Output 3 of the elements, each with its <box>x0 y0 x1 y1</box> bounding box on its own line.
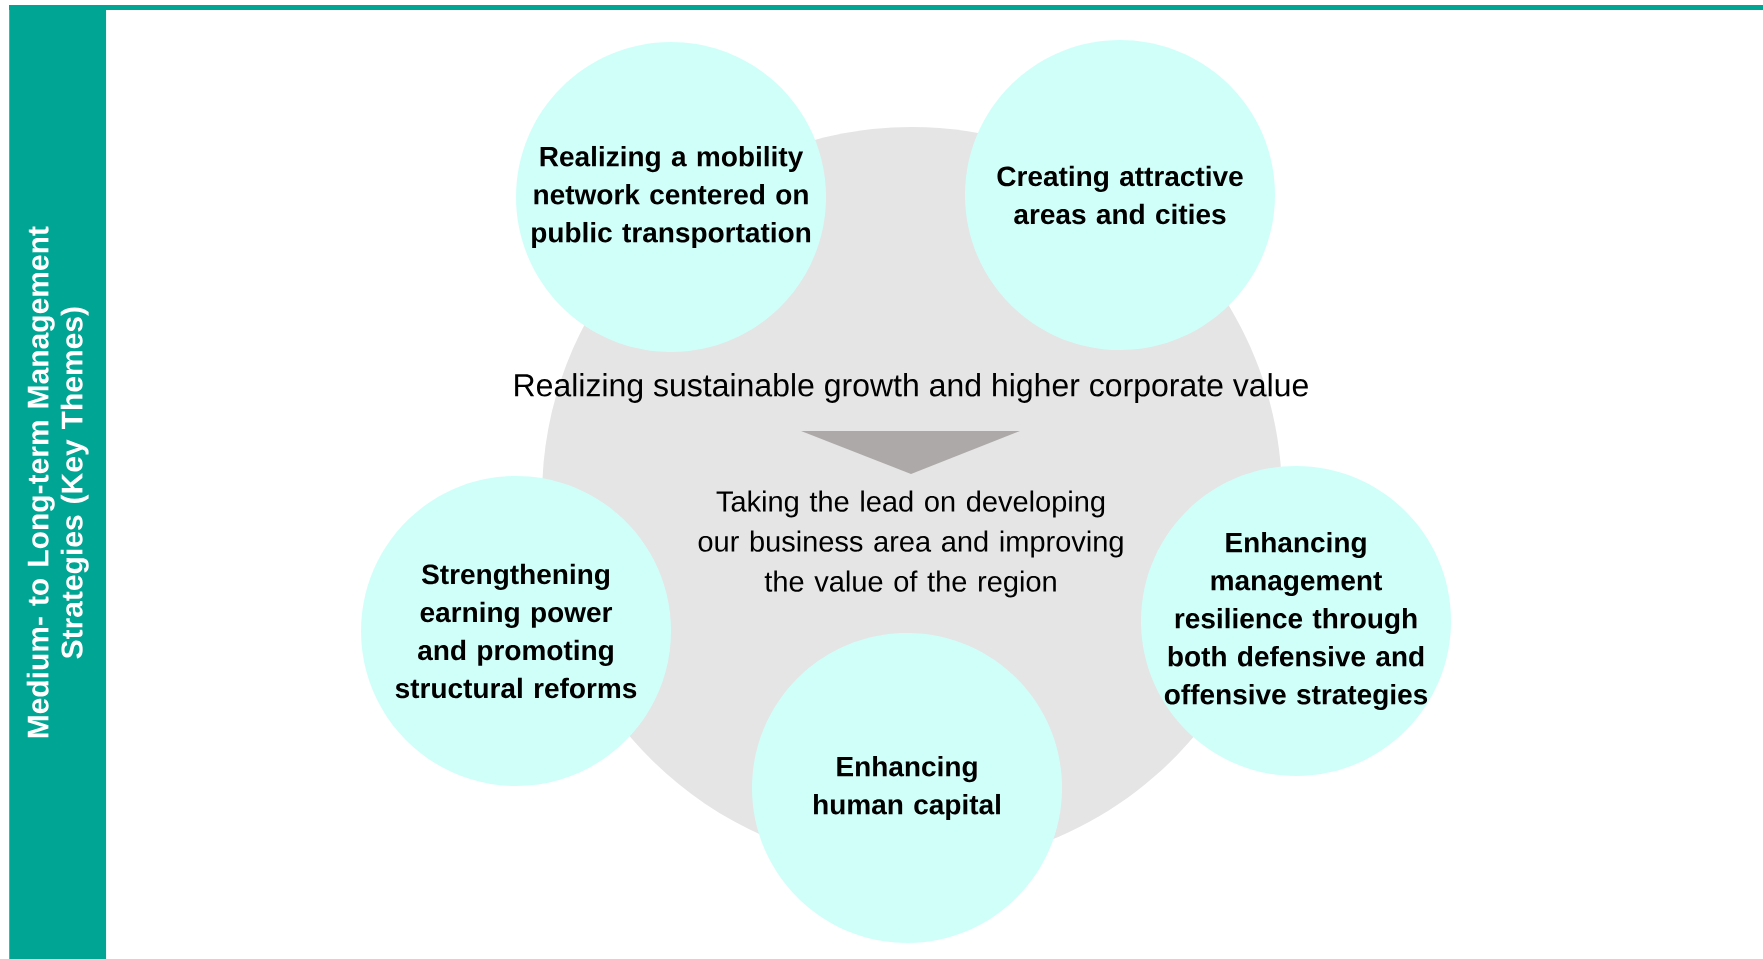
heading: Realizing sustainable growth and higher corporate value <box>515 373 1308 403</box>
node-label: Medium- to Long-term Management Strategies (Key Themes) <box>26 226 89 738</box>
body-text: Taking the lead on developing our business area and improving the value of the region <box>698 490 1123 598</box>
